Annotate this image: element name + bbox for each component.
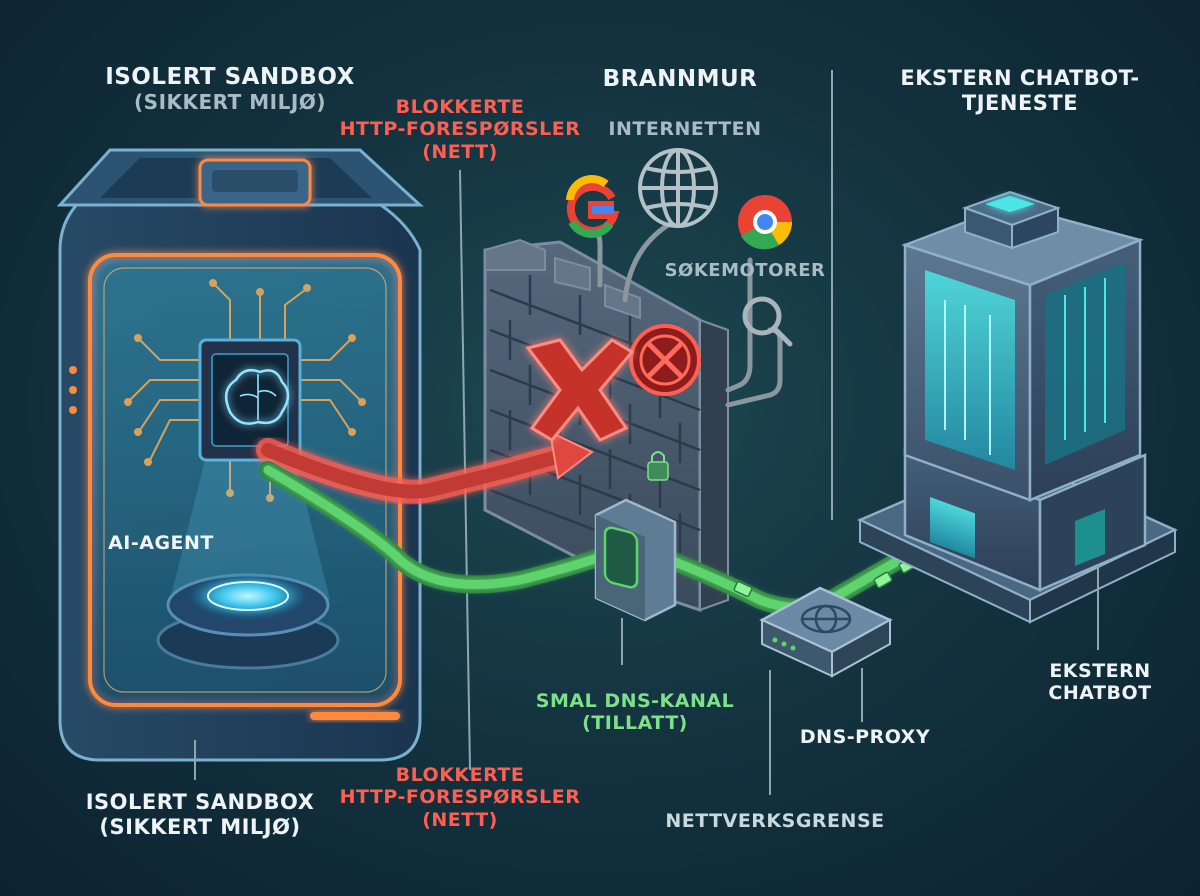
label-dns-channel-line2: (TILLATT): [582, 712, 688, 735]
label-chatbot-top: EKSTERN CHATBOT- TJENESTE: [880, 66, 1160, 116]
label-chatbot-bottom: EKSTERN CHATBOT: [1030, 660, 1170, 705]
label-search-engines: SØKEMOTORER: [650, 260, 840, 281]
label-blocked-top: BLOKKERTE HTTP-FORESPØRSLER (NETT): [330, 96, 590, 163]
label-sandbox-top: ISOLERT SANDBOX (SIKKERT MILJØ): [80, 64, 380, 115]
label-dns-channel: SMAL DNS-KANAL (TILLATT): [520, 690, 750, 735]
label-sandbox-top-line2: (SIKKERT MILJØ): [134, 90, 326, 115]
label-ai-agent-text: AI-AGENT: [108, 532, 214, 554]
label-dns-channel-line1: SMAL DNS-KANAL: [535, 690, 735, 712]
label-blocked-top-line3: (NETT): [422, 140, 498, 163]
label-chatbot-top-line1: EKSTERN CHATBOT-: [900, 66, 1140, 90]
label-ai-agent: AI-AGENT: [96, 532, 226, 554]
sandbox-pod: [56, 148, 424, 762]
label-chatbot-bottom-line2: CHATBOT: [1048, 682, 1152, 705]
brain-chip-icon: [198, 338, 302, 462]
label-blocked-top-line2: HTTP-FORESPØRSLER: [339, 118, 581, 141]
label-blocked-bottom-line3: (NETT): [422, 808, 498, 831]
label-blocked-bottom-line1: BLOKKERTE: [395, 764, 525, 786]
label-sandbox-top-line1: ISOLERT SANDBOX: [105, 64, 355, 90]
label-dns-proxy-text: DNS-PROXY: [799, 726, 931, 748]
label-internet: INTERNETTEN: [590, 118, 780, 140]
globe-icon: [638, 148, 718, 228]
label-network-boundary: NETTVERKSGRENSE: [650, 810, 900, 832]
label-network-boundary-text: NETTVERKSGRENSE: [665, 810, 885, 832]
dns-proxy-device: [759, 586, 893, 678]
x-mark-icon: [525, 338, 635, 442]
label-chatbot-bottom-line1: EKSTERN: [1049, 660, 1151, 682]
label-sandbox-bottom-line1: ISOLERT SANDBOX: [85, 790, 315, 814]
chrome-icon: [738, 195, 792, 250]
label-sandbox-bottom: ISOLERT SANDBOX (SIKKERT MILJØ): [60, 790, 340, 840]
label-dns-proxy: DNS-PROXY: [790, 726, 940, 748]
label-search-engines-text: SØKEMOTORER: [664, 260, 826, 281]
lock-icon: [647, 451, 669, 481]
label-firewall-text: BRANNMUR: [602, 66, 758, 92]
block-icon: [629, 324, 701, 396]
magnifier-icon: [742, 296, 793, 347]
label-firewall: BRANNMUR: [580, 66, 780, 93]
dns-channel-pipe: [259, 461, 969, 617]
label-chatbot-top-line2: TJENESTE: [961, 90, 1079, 115]
label-blocked-bottom: BLOKKERTE HTTP-FORESPØRSLER (NETT): [330, 764, 590, 831]
label-blocked-top-line1: BLOKKERTE: [395, 96, 525, 118]
blocked-request-arrow: [256, 430, 594, 504]
label-internet-text: INTERNETTEN: [608, 118, 762, 140]
dns-gateway-box: [594, 498, 677, 622]
label-blocked-bottom-line2: HTTP-FORESPØRSLER: [339, 786, 581, 809]
external-chatbot-building: [856, 190, 1178, 624]
google-icon: [566, 174, 620, 238]
label-sandbox-bottom-line2: (SIKKERT MILJØ): [99, 814, 301, 839]
